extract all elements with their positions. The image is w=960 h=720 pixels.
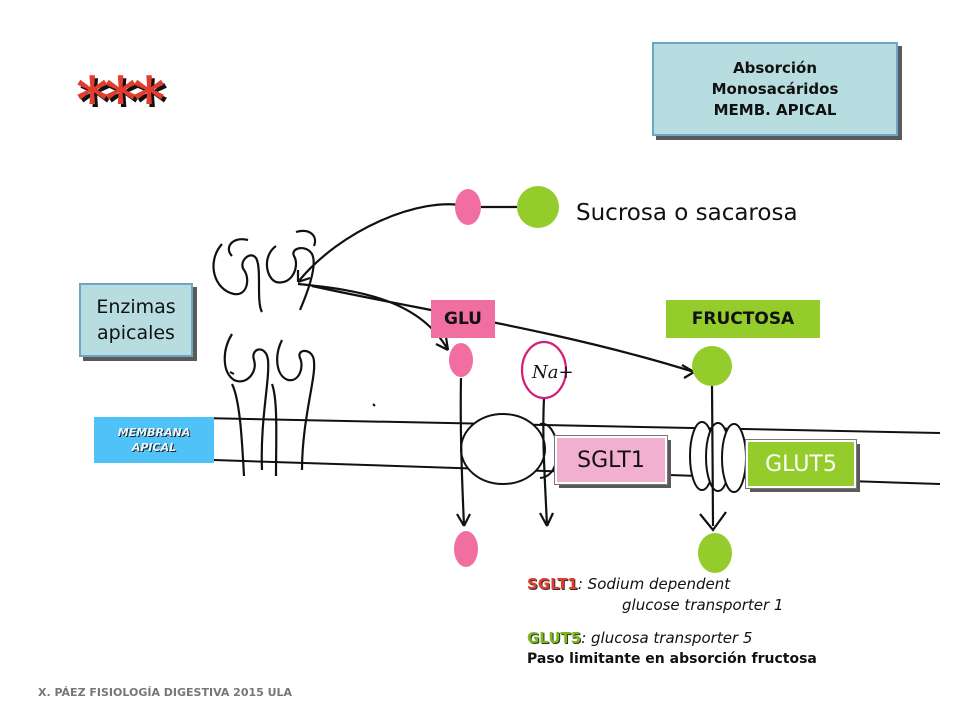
legend-glut5-definition: : glucosa transporter 5: [581, 629, 753, 647]
sglt1-label: SGLT1: [554, 435, 668, 485]
transport-arrows: [456, 377, 727, 532]
fructose-label: FRUCTOSA: [666, 300, 820, 338]
enzyme-shapes: [212, 229, 317, 477]
membrane-label-line-2: APICAL: [131, 441, 177, 454]
enzymes-line-1: Enzimas: [96, 296, 176, 318]
fructose-molecule-top: [692, 346, 732, 386]
glut5-transporter-shape: [689, 421, 747, 493]
sodium-ion-label: Na+: [531, 362, 574, 383]
reaction-arrows: [296, 203, 695, 379]
title-line-1: Absorción: [733, 58, 817, 77]
legend-sglt1-line: SGLT1: Sodium dependent: [527, 574, 887, 595]
membrane-marks: [229, 371, 376, 407]
legend-glut5-line: GLUT5: glucosa transporter 5: [527, 628, 887, 649]
title-box: Absorción Monosacáridos MEMB. APICAL: [652, 42, 898, 136]
sucrose-label: Sucrosa o sacarosa: [576, 200, 798, 226]
glucose-molecule-top: [449, 343, 473, 377]
fructose-molecule-bottom: [698, 533, 732, 573]
glut5-label: GLUT5: [745, 439, 857, 489]
footer-credit: X. PÁEZ FISIOLOGÍA DIGESTIVA 2015 ULA: [38, 686, 293, 699]
sucrose-glucose-unit: [455, 189, 481, 225]
legend-sglt1-definition: : Sodium dependent: [577, 575, 731, 593]
glu-label: GLU: [431, 300, 495, 338]
enzymes-box: Enzimas apicales: [79, 283, 193, 357]
legend: SGLT1: Sodium dependent glucose transpor…: [527, 574, 887, 670]
title-line-3: MEMB. APICAL: [713, 100, 837, 119]
membrane-upper-line: [199, 417, 941, 434]
sodium-ion-circle: [520, 340, 568, 400]
glucose-molecule-bottom: [454, 531, 478, 567]
legend-glut5-term: GLUT5: [527, 629, 582, 647]
sucrose-fructose-unit: [517, 186, 559, 228]
highlight-stars: ***: [76, 63, 165, 136]
legend-sglt1-term: SGLT1: [527, 575, 578, 593]
membrane-label-line-1: MEMBRANA: [117, 426, 191, 439]
title-line-2: Monosacáridos: [711, 79, 839, 98]
legend-note: Paso limitante en absorción fructosa: [527, 651, 817, 667]
enzymes-line-2: apicales: [97, 322, 175, 344]
sglt1-transporter-shape: [460, 413, 546, 485]
legend-sglt1-definition-cont: glucose transporter 1: [622, 596, 784, 614]
membrane-label: MEMBRANA APICAL: [94, 417, 214, 463]
